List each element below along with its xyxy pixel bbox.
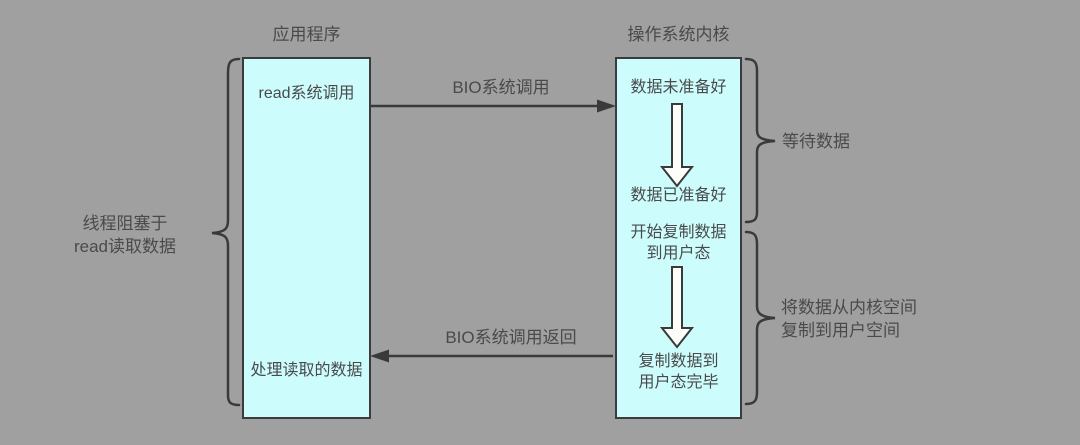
- data-ready-text: 数据已准备好: [630, 187, 727, 204]
- bio-call-arrow-label: BIO系统调用: [452, 78, 550, 97]
- copy-data-brace: [744, 230, 776, 406]
- data-not-ready-text: 数据未准备好: [630, 79, 727, 96]
- thread-blocked-brace: [211, 57, 241, 407]
- read-syscall-text: read系统调用: [258, 85, 355, 102]
- bio-return-arrow-label: BIO系统调用返回: [445, 328, 577, 347]
- thread-blocked-annotation: 线程阻塞于 read读取数据: [73, 214, 177, 256]
- kernel-column-title: 操作系统内核: [627, 25, 730, 44]
- application-box: [242, 57, 371, 419]
- wait-data-annotation: 等待数据: [782, 132, 850, 151]
- start-copy-text: 开始复制数据 到用户态: [630, 224, 727, 262]
- application-column-title: 应用程序: [272, 25, 341, 44]
- copy-done-text: 复制数据到 用户态完毕: [638, 353, 719, 391]
- bio-call-arrow: [371, 99, 616, 113]
- bio-return-arrow: [370, 349, 613, 363]
- process-read-data-text: 处理读取的数据: [250, 362, 363, 379]
- copy-kernel-to-user-annotation: 将数据从内核空间 复制到用户空间: [781, 298, 917, 340]
- wait-data-brace: [744, 57, 776, 224]
